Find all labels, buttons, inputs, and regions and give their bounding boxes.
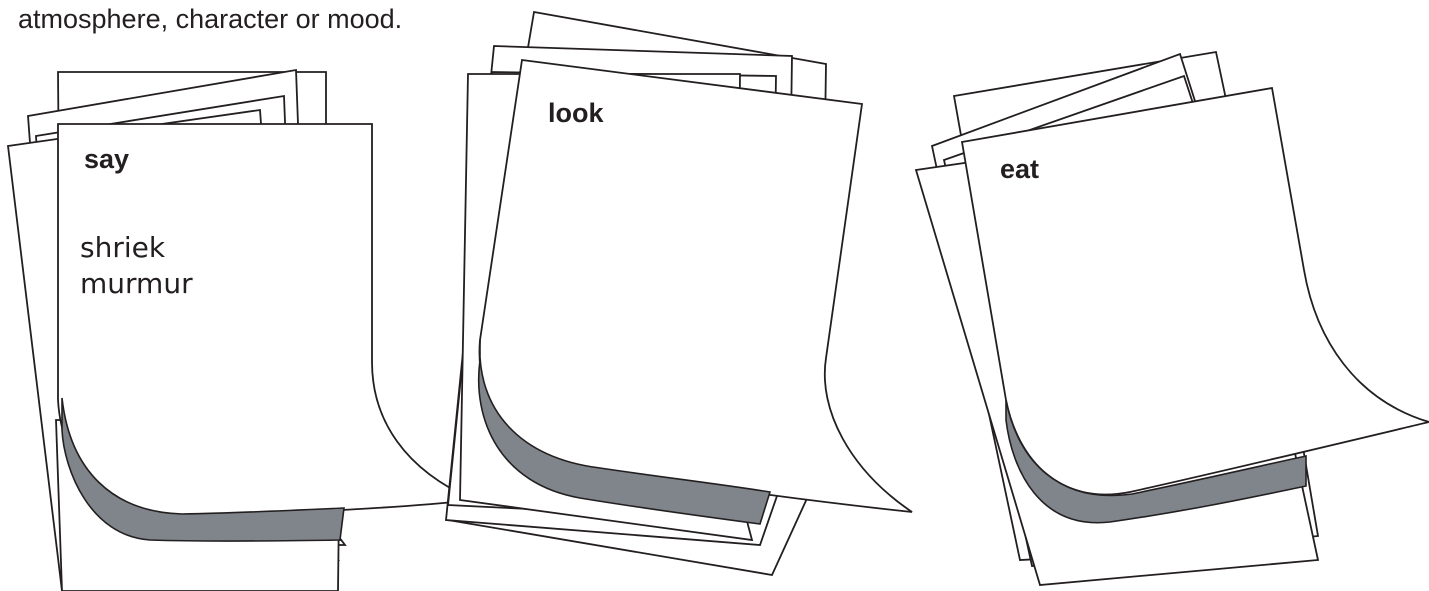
card-stack-eat: eat — [916, 52, 1429, 585]
front-card — [962, 88, 1429, 495]
front-card — [58, 124, 474, 516]
card-title: look — [548, 98, 604, 128]
card-word: shriek — [80, 231, 166, 264]
card-stack-say: say shriek murmur — [8, 70, 474, 591]
card-title: eat — [1000, 154, 1039, 184]
card-title: say — [84, 144, 129, 174]
front-card — [479, 60, 912, 512]
card-stack-look: look — [446, 12, 912, 575]
card-word: murmur — [80, 267, 193, 300]
